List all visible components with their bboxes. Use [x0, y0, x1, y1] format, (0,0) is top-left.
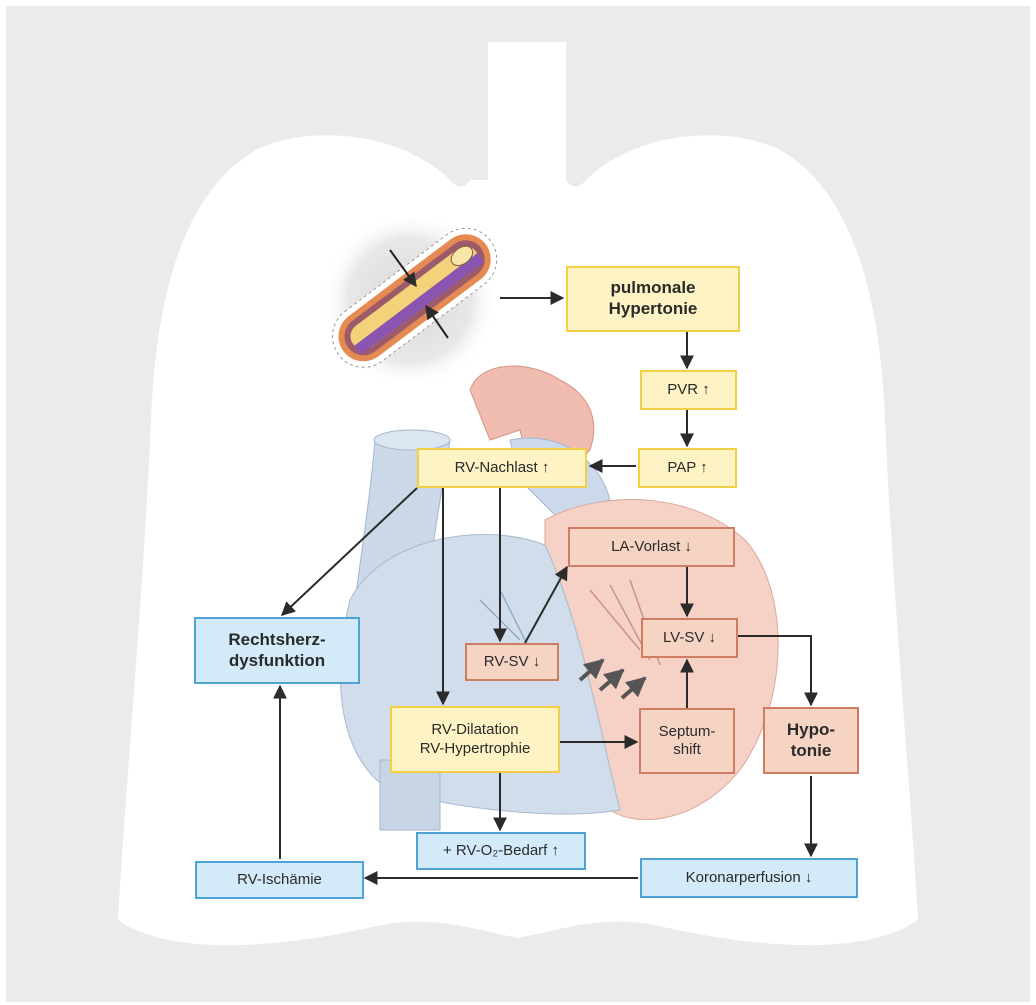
box-rv-dilatation: RV-Dilatation RV-Hypertrophie	[390, 706, 560, 773]
box-rv-sv: RV-SV ↓	[465, 643, 559, 681]
box-rv-nachlast: RV-Nachlast ↑	[417, 448, 587, 488]
box-hypotonie: Hypo- tonie	[763, 707, 859, 774]
box-lv-sv: LV-SV ↓	[641, 618, 738, 658]
box-la-vorlast: LA-Vorlast ↓	[568, 527, 735, 567]
box-pulmonale-hypertonie: pulmonale Hypertonie	[566, 266, 740, 332]
box-rv-o2-bedarf: + RV-O₂-Bedarf ↑	[416, 832, 586, 870]
box-pap: PAP ↑	[638, 448, 737, 488]
box-pvr: PVR ↑	[640, 370, 737, 410]
box-rv-ischaemie: RV-Ischämie	[195, 861, 364, 899]
box-septumshift: Septum- shift	[639, 708, 735, 774]
box-rechtsherzdysfunktion: Rechtsherz- dysfunktion	[194, 617, 360, 684]
box-koronarperfusion: Koronarperfusion ↓	[640, 858, 858, 898]
